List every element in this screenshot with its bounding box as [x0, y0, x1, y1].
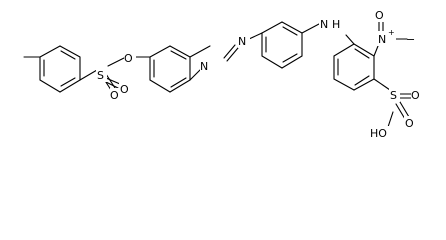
azo-double-bond [223, 44, 239, 62]
azo-nitrogen-label-1: N [200, 60, 208, 73]
sulfonyl-oxygen-label-2: O [120, 83, 129, 96]
ring-d-nitro-bond [373, 45, 379, 57]
toluene-ring [39, 45, 81, 93]
sulfonate-sulfur-label: S [390, 89, 397, 102]
tolyl-s-bond [79, 69, 98, 81]
nh-ring-d-bond [345, 34, 355, 45]
ring-c-nh-bond [301, 23, 320, 34]
sulfonyl-sulfur-label: S [97, 69, 104, 82]
amine-hydrogen-label: H [332, 18, 340, 31]
sulfonate-oxygen-label-1: O [405, 117, 414, 130]
sulfonate-oxygen-label-2: O [411, 89, 420, 102]
chemical-structure: S O O O N N N H N + O − S O O HO [23, 8, 423, 140]
ring-b-azo-bond [189, 69, 201, 81]
azo-ring-c-bond [248, 32, 263, 40]
nitrobenzene-ring [333, 43, 375, 91]
nitro-nitrogen-label: N [378, 33, 386, 46]
atom-labels: S O O O N N N H N + O − S O O HO [96, 8, 423, 140]
ring-d-sulfonate-bond [373, 78, 391, 91]
azo-nitrogen-label-2: N [238, 35, 246, 48]
phenylene-ring [261, 21, 303, 69]
nitro-oxygen-label: O [375, 9, 384, 22]
amine-nitrogen-label: N [320, 18, 328, 31]
sulfonate-oh-bond [387, 111, 394, 128]
sulfonyl-oxygen-label-1: O [110, 89, 119, 102]
nitro-negative-charge: − [406, 33, 415, 46]
methyl-bond-b [189, 45, 211, 58]
nitro-positive-charge: + [388, 28, 395, 37]
sulfonate-hydroxyl-label: HO [370, 127, 387, 140]
sulfonate-oxo-bonds [395, 93, 413, 120]
s-ester-o-bond [107, 57, 125, 67]
cresyl-ring [149, 45, 191, 93]
ester-oxygen-label: O [124, 52, 133, 65]
